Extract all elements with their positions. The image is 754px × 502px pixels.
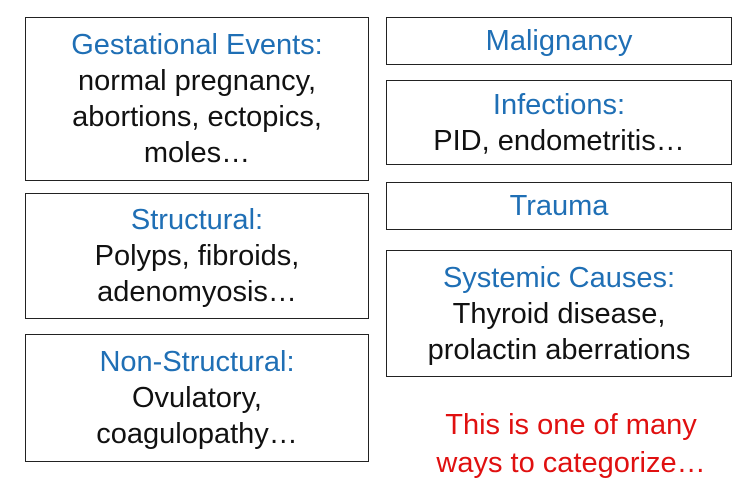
non-structural-line-1: Ovulatory, [131,382,262,414]
non-structural-line-2: coagulopathy… [96,418,298,450]
structural-title: Structural: [130,204,264,236]
non-structural-box: Non-Structural: Ovulatory, coagulopathy… [25,334,369,462]
gestational-events-line-3: moles… [143,137,251,169]
structural-line-1: Polyps, fibroids, [94,240,300,272]
malignancy-title: Malignancy [485,25,633,57]
infections-box: Infections: PID, endometritis… [386,80,732,165]
structural-line-2: adenomyosis… [97,276,297,308]
structural-box: Structural: Polyps, fibroids, adenomyosi… [25,193,369,319]
infections-title: Infections: [492,88,626,121]
non-structural-title: Non-Structural: [99,346,295,378]
trauma-box: Trauma [386,182,732,230]
gestational-events-line-2: abortions, ectopics, [72,101,322,133]
trauma-title: Trauma [509,190,609,222]
note-line-2: ways to categorize… [436,447,706,479]
gestational-events-box: Gestational Events: normal pregnancy, ab… [25,17,369,181]
malignancy-box: Malignancy [386,17,732,65]
infections-line-1: PID, endometritis… [433,124,685,157]
systemic-causes-box: Systemic Causes: Thyroid disease, prolac… [386,250,732,377]
categorization-note: This is one of many ways to categorize… [386,406,754,482]
gestational-events-title: Gestational Events: [71,29,323,61]
systemic-causes-line-1: Thyroid disease, [452,297,666,330]
systemic-causes-line-2: prolactin aberrations [427,333,691,366]
systemic-causes-title: Systemic Causes: [442,261,676,294]
gestational-events-line-1: normal pregnancy, [77,65,317,97]
note-line-1: This is one of many [445,409,697,441]
